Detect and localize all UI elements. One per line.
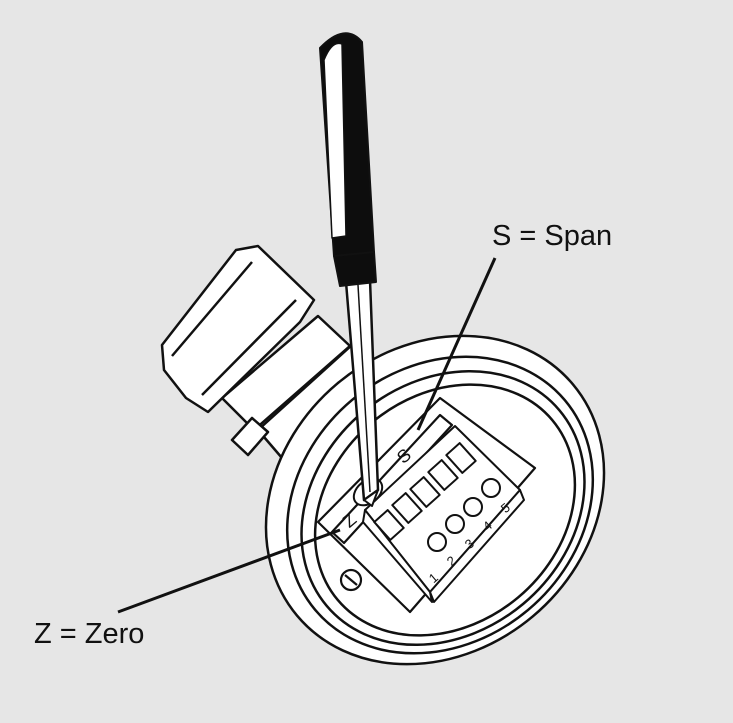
span-leader-line (416, 257, 497, 431)
terminal-number-1: 1 (426, 570, 441, 586)
zero-mark: Z (339, 509, 360, 531)
span-mark: S (393, 444, 415, 467)
terminal-screws (427, 478, 501, 552)
cable-gland (160, 244, 374, 460)
terminal-number-2: 2 (444, 553, 459, 569)
screwdriver (319, 32, 380, 507)
zero-leader-line (117, 528, 341, 614)
terminal-number-5: 5 (498, 500, 513, 516)
terminal-clamps (373, 442, 477, 541)
zero-label: Z = Zero (34, 618, 145, 650)
span-label: S = Span (492, 220, 613, 252)
terminal-number-3: 3 (462, 536, 477, 552)
terminal-number-4: 4 (480, 518, 495, 534)
terminal-block (362, 425, 525, 603)
